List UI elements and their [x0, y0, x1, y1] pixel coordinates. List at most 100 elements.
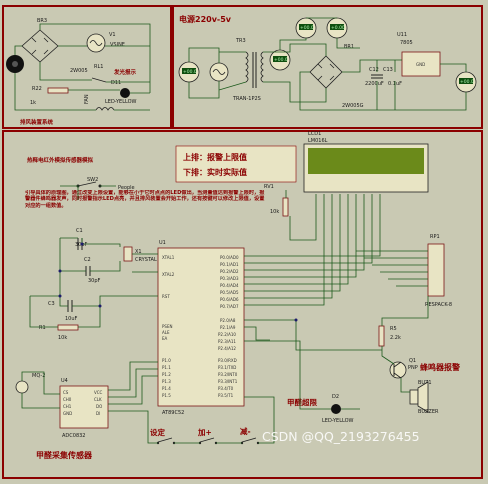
tr3-value: TRAN-1P2S: [232, 96, 261, 102]
mcu-u1[interactable]: XTAL1 XTAL2 RST PSEN ALE EA P1.0 P1.1 P1…: [157, 247, 245, 407]
svg-text:P0.0/AD0: P0.0/AD0: [220, 255, 239, 260]
power-wires: [188, 17, 467, 111]
r22-value: 1k: [30, 100, 36, 106]
svg-text:P2.3/A11: P2.3/A11: [218, 339, 236, 344]
c1-label: C1: [76, 228, 83, 234]
resistor-r1[interactable]: [57, 324, 79, 331]
svg-text:P1.5: P1.5: [162, 393, 171, 398]
led-d2[interactable]: [331, 404, 341, 414]
resistor-pack-rp1[interactable]: [427, 243, 445, 297]
u1-value: AT89C52: [162, 410, 184, 416]
people-label: People: [118, 185, 135, 191]
u11-gnd-pin: GND: [416, 62, 425, 67]
svg-text:XTAL1: XTAL1: [162, 255, 175, 260]
ac-source-v1[interactable]: [86, 33, 106, 53]
sensor-section-title: 甲醛采集传感器: [36, 450, 93, 460]
rv1-label: RV1: [264, 184, 274, 190]
regulator-u11[interactable]: [401, 51, 441, 77]
meter-1: +00.0: [178, 61, 200, 83]
exhaust-wires: [14, 23, 151, 111]
buzzer-alarm-annotation: 蜂鸣器报警: [420, 362, 460, 372]
svg-text:P3.5/T1: P3.5/T1: [218, 393, 234, 398]
transistor-q1[interactable]: [389, 361, 407, 379]
br1-value: 2W005G: [342, 103, 364, 109]
buz1-label: BUZ1: [418, 380, 432, 386]
lcd-display[interactable]: [303, 143, 429, 193]
svg-text:P3.1/TXD: P3.1/TXD: [218, 365, 236, 370]
svg-text:P2.1/A9: P2.1/A9: [220, 325, 236, 330]
meter-3: +00.0: [295, 17, 317, 39]
u11-value: 7805: [400, 40, 413, 46]
svg-text:CLK: CLK: [94, 397, 102, 402]
v1-label: V1: [109, 32, 116, 38]
svg-text:CH1: CH1: [63, 404, 72, 409]
minus-button-label: 减-: [240, 426, 251, 436]
svg-text:P1.3: P1.3: [162, 379, 171, 384]
c13-label: C13: [383, 67, 393, 73]
power-section-frame: [172, 5, 483, 129]
relay-rl1[interactable]: [91, 77, 107, 83]
exhaust-section-frame: [2, 5, 172, 129]
c3-value: 10uF: [65, 316, 78, 322]
potentiometer-rv1[interactable]: [282, 197, 289, 217]
buzzer-buz1[interactable]: [409, 381, 429, 413]
svg-text:PSEN: PSEN: [162, 324, 172, 329]
crystal-x1[interactable]: [123, 246, 133, 262]
gas-sensor-mq2[interactable]: [15, 380, 29, 394]
c12-label: C12: [369, 67, 379, 73]
svg-text:P3.3/INT1: P3.3/INT1: [218, 379, 238, 384]
exhaust-section-title: 排风装置系统: [20, 118, 54, 126]
c2-value: 30pF: [88, 278, 101, 284]
svg-text:DO: DO: [96, 404, 102, 409]
q1-label: Q1: [409, 358, 416, 364]
svg-text:P2.0/A8: P2.0/A8: [220, 318, 236, 323]
svg-text:P3.0/RXD: P3.0/RXD: [218, 358, 237, 363]
fan-motor[interactable]: [6, 55, 24, 73]
svg-text:P1.1: P1.1: [162, 365, 171, 370]
main-section-frame: [2, 130, 483, 479]
junction-dots: [58, 242, 298, 322]
ac-source-main[interactable]: [209, 62, 229, 82]
svg-text:CS: CS: [63, 390, 69, 395]
x1-value: CRYSTAL: [135, 257, 157, 263]
svg-text:P0.4/AD4: P0.4/AD4: [220, 283, 239, 288]
svg-text:P3.2/INT0: P3.2/INT0: [218, 372, 238, 377]
resistor-r5[interactable]: [378, 325, 385, 347]
svg-text:P3.4/T0: P3.4/T0: [218, 386, 234, 391]
svg-text:P0.3/AD3: P0.3/AD3: [220, 276, 239, 281]
r5-value: 2.2k: [390, 335, 401, 341]
rp1-value: RESPACK-8: [425, 302, 452, 308]
svg-text:RST: RST: [162, 294, 170, 299]
resistor-r22[interactable]: [47, 87, 69, 94]
lcd1-value: LM016L: [308, 138, 328, 144]
light-alarm-annotation: 发光报示: [113, 68, 137, 76]
lcd-note-box: [175, 145, 297, 183]
meter-2: +00.0: [269, 49, 291, 71]
plus-button[interactable]: [198, 437, 218, 445]
sw2-label: SW2: [87, 177, 98, 183]
u11-label: U11: [397, 32, 407, 38]
power-section-title: 电源220v-5v: [179, 14, 232, 24]
r1-label: R1: [39, 325, 46, 331]
led-d11[interactable]: [120, 88, 130, 98]
meter-5: +00.0: [455, 71, 477, 93]
d11-value: LED-YELLOW: [105, 99, 137, 105]
rv1-value: 10k: [270, 209, 279, 215]
buz1-value: BUZZER: [418, 409, 439, 415]
transformer-tr3[interactable]: [245, 51, 264, 88]
c3-label: C3: [48, 301, 55, 307]
v1-value: VSINE: [110, 42, 125, 48]
adc-u4[interactable]: CS CH0 CH1 GND VCC CLK DO DI: [59, 385, 109, 429]
set-button[interactable]: [156, 437, 176, 445]
meter-1-value: +00.0: [183, 69, 197, 75]
capacitor-c12[interactable]: [371, 74, 383, 79]
description-foreign: 引导具体的原理图，通过改变上限设置，能够在小于它时点点的LED做出，当测量值达到…: [25, 190, 264, 209]
rl1-label: RL1: [94, 64, 103, 70]
u1-label: U1: [159, 240, 166, 246]
svg-text:P2.2/A10: P2.2/A10: [218, 332, 236, 337]
set-button-label: 设定: [150, 427, 165, 437]
svg-text:P0.1/AD1: P0.1/AD1: [220, 262, 239, 267]
svg-text:EA: EA: [162, 336, 168, 341]
watermark: CSDN @QQ_2193276455: [262, 429, 420, 444]
